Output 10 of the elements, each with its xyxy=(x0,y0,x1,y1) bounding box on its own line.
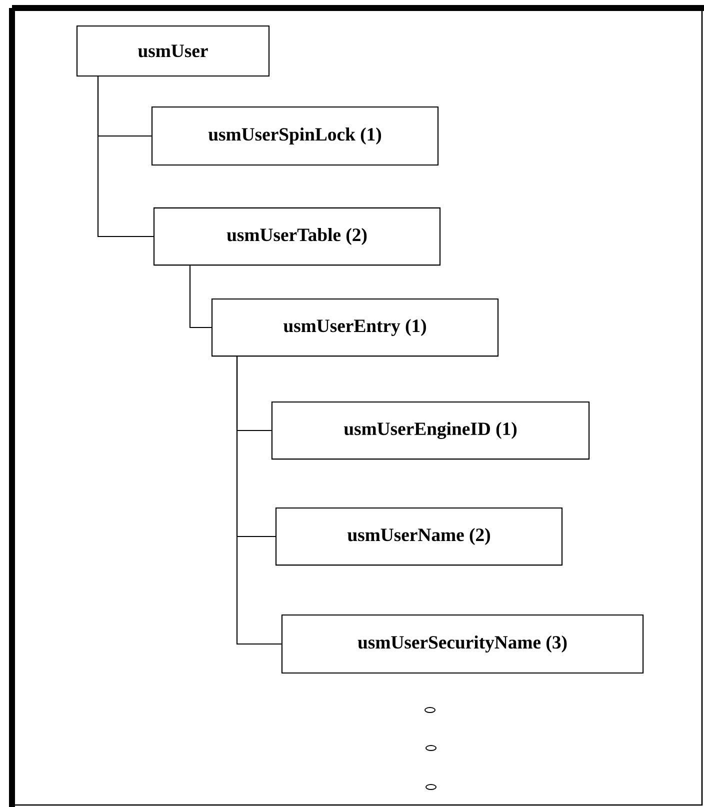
connector-line xyxy=(236,356,282,645)
tree-box: usmUserSpinLock (1) xyxy=(151,106,439,166)
tree-box: usmUserName (2) xyxy=(275,507,563,566)
tree-box: usmUser xyxy=(76,25,270,77)
tree-box: usmUserEntry (1) xyxy=(211,298,499,357)
connector-line xyxy=(189,266,212,328)
tree-box: usmUserTable (2) xyxy=(153,207,441,266)
connector-line xyxy=(97,76,154,238)
tree-box: usmUserEngineID (1) xyxy=(271,401,590,460)
tree-box: usmUserSecurityName (3) xyxy=(281,614,644,674)
